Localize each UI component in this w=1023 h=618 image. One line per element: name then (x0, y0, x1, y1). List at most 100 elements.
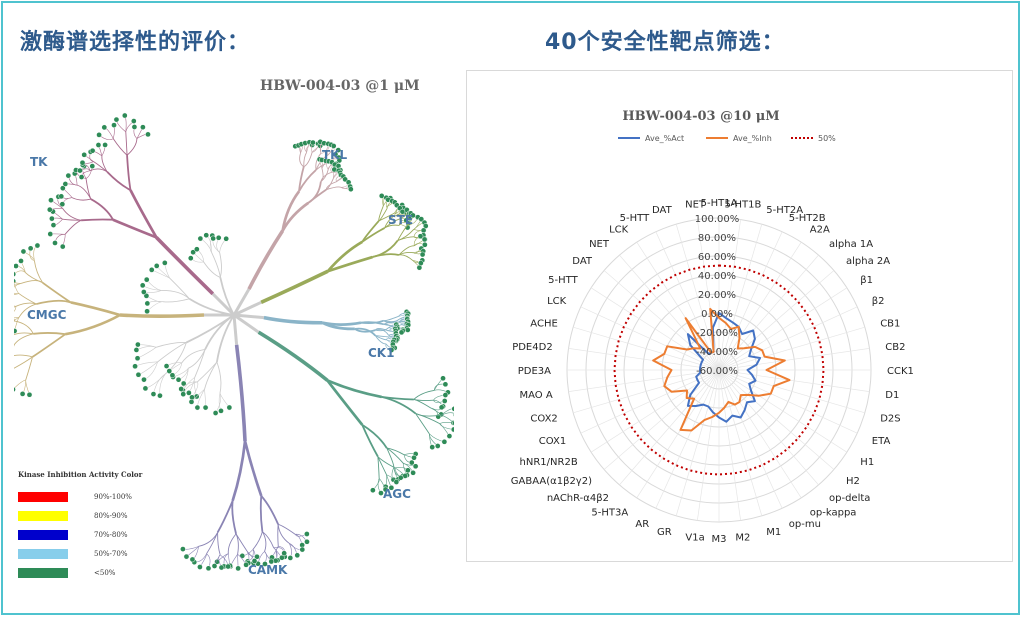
tree-branch (299, 153, 305, 168)
tree-branch (281, 201, 310, 232)
radar-legend-label: Ave_%Inh (733, 134, 772, 143)
tree-branch (14, 320, 34, 335)
radar-category-label: MAO A (520, 390, 553, 401)
radar-category-label: CB1 (880, 319, 900, 330)
radar-spoke (590, 287, 720, 371)
radar-spoke (718, 254, 819, 371)
tree-branch (119, 313, 205, 318)
kinome-tree (14, 112, 454, 572)
group-label-ste: STE (388, 213, 414, 227)
kinase-legend-title: Kinase Inhibition Activity Color (18, 470, 143, 479)
tree-branch (263, 315, 323, 325)
kinase-dot (194, 404, 201, 411)
kinase-dot (422, 241, 428, 248)
tree-branch (14, 283, 22, 286)
tree-branch (381, 396, 417, 415)
kinase-dot (139, 282, 146, 289)
kinase-dot (141, 376, 147, 383)
radar-spoke (636, 369, 720, 499)
kinase-dot (142, 385, 149, 392)
kinase-dot (175, 376, 182, 383)
kinase-dot (77, 167, 83, 174)
tree-branch (14, 332, 34, 335)
kinase-dot (441, 398, 448, 404)
tree-branch (375, 335, 387, 341)
tree-branch (315, 153, 322, 171)
radar-category-label: LCK (609, 225, 629, 236)
tree-trunk (233, 300, 262, 317)
radar-spoke (655, 369, 720, 509)
radar-spoke (718, 219, 741, 371)
legend-row: 50%-70% (18, 544, 148, 563)
tree-branch (303, 152, 313, 168)
kinase-dot (59, 201, 66, 208)
kinase-dot (144, 308, 150, 315)
tree-branch (383, 315, 399, 322)
radar-category-label: NET (685, 200, 706, 211)
kinase-dot (279, 554, 285, 561)
tree-branch (71, 197, 91, 201)
radar-category-label: COX1 (539, 436, 566, 447)
kinase-dot (161, 260, 168, 266)
kinase-dot (453, 412, 454, 418)
group-label-tkl: TKL (322, 148, 348, 162)
kinase-dot (78, 174, 85, 180)
kinase-dot (388, 484, 395, 491)
kinase-dot (183, 553, 190, 560)
kinase-dot (405, 467, 411, 474)
kinase-dot (203, 232, 210, 239)
radar-tick-label: 60.00% (698, 252, 736, 263)
kinase-dot (163, 363, 170, 369)
tree-branch (326, 186, 342, 191)
kinase-dot (153, 263, 160, 269)
kinase-dot (65, 172, 72, 179)
kinase-dot (132, 363, 138, 370)
radar-tick-label: 100.00% (695, 214, 740, 225)
kinase-dot (388, 347, 395, 353)
kinase-dot (62, 181, 69, 187)
radar-spoke (675, 224, 720, 371)
tree-branch (188, 297, 235, 316)
tree-branch (257, 330, 329, 382)
kinase-dot (235, 565, 241, 572)
tree-branch (18, 293, 37, 305)
tree-branch (106, 171, 131, 191)
tree-branch (14, 292, 19, 294)
radar-category-label: ACHE (530, 319, 558, 330)
kinase-dot (48, 197, 54, 204)
tree-branch (137, 347, 157, 359)
radar-spoke (580, 306, 720, 371)
kinase-dot (268, 558, 275, 565)
tree-branch (90, 198, 114, 221)
group-label-ck1: CK1 (368, 346, 395, 360)
kinase-dot (49, 215, 55, 222)
tree-branch (134, 361, 158, 367)
tree-branch (415, 413, 430, 435)
legend-label: 90%-100% (94, 492, 132, 501)
radar-spoke (619, 369, 720, 486)
radar-spoke (718, 369, 835, 470)
kinase-dot (81, 151, 88, 158)
tree-branch (235, 533, 239, 555)
kinase-dot (218, 564, 225, 571)
kinase-dot (393, 479, 400, 485)
tree-branch (374, 335, 387, 345)
radar-category-label: ETA (872, 436, 891, 447)
radar-category-label: 5-HT3A (591, 507, 628, 518)
radar-category-label: COX2 (530, 413, 557, 424)
tree-branch (398, 245, 415, 256)
kinase-dot (421, 236, 428, 243)
kinase-dot (140, 289, 147, 295)
tree-branch (14, 281, 21, 284)
radar-category-label: D2S (880, 413, 900, 424)
tree-branch (307, 181, 322, 204)
kinase-dot (144, 300, 151, 307)
tree-branch (252, 531, 263, 550)
kinase-dot (416, 264, 423, 271)
tree-branch (14, 354, 33, 358)
tree-branch (326, 240, 363, 273)
kinase-dot (218, 408, 224, 414)
radar-tick-label: 20.00% (698, 290, 736, 301)
tree-branch (277, 523, 296, 535)
kinase-dot (202, 404, 209, 411)
